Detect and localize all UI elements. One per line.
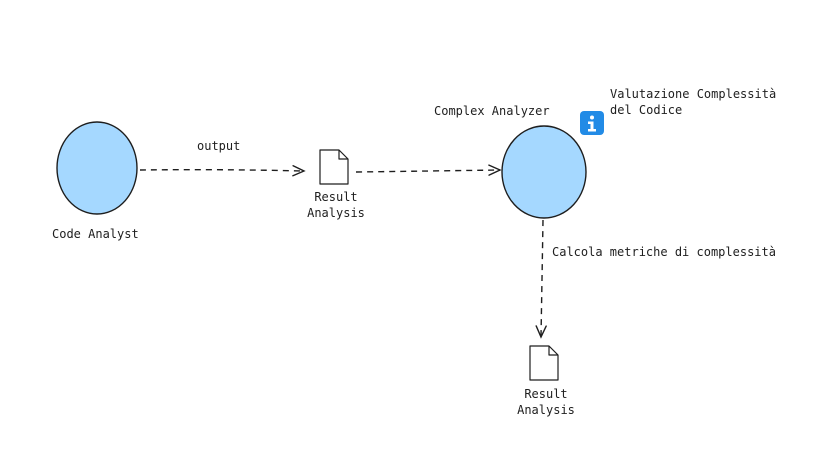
code-analyst-node[interactable] <box>56 121 138 215</box>
info-note-line1: Valutazione Complessità <box>610 87 777 101</box>
info-note-line2: del Codice <box>610 103 683 117</box>
complex-analyzer-node[interactable] <box>501 125 587 219</box>
result-doc-1-line2: Analysis <box>307 206 365 220</box>
document-icon[interactable] <box>319 149 349 185</box>
code-analyst-label: Code Analyst <box>52 227 139 241</box>
info-note-text: Valutazione Complessità del Codice <box>610 86 776 118</box>
edge-output-label: output <box>197 139 241 153</box>
arrow-analyst-to-result[interactable] <box>139 165 306 177</box>
complex-analyzer-label: Complex Analyzer <box>434 104 550 118</box>
arrow-analyzer-to-result[interactable] <box>535 219 547 339</box>
edge-metrics-label: Calcola metriche di complessità <box>552 245 776 259</box>
result-doc-2-line2: Analysis <box>517 403 575 417</box>
document-icon[interactable] <box>529 345 559 381</box>
info-icon[interactable] <box>580 111 604 135</box>
result-doc-1-line1: Result <box>314 190 358 204</box>
result-doc-2-line1: Result <box>524 387 568 401</box>
result-doc-1-label: Result Analysis <box>296 189 376 221</box>
result-doc-2-label: Result Analysis <box>506 386 586 418</box>
arrow-result-to-analyzer[interactable] <box>355 164 502 176</box>
